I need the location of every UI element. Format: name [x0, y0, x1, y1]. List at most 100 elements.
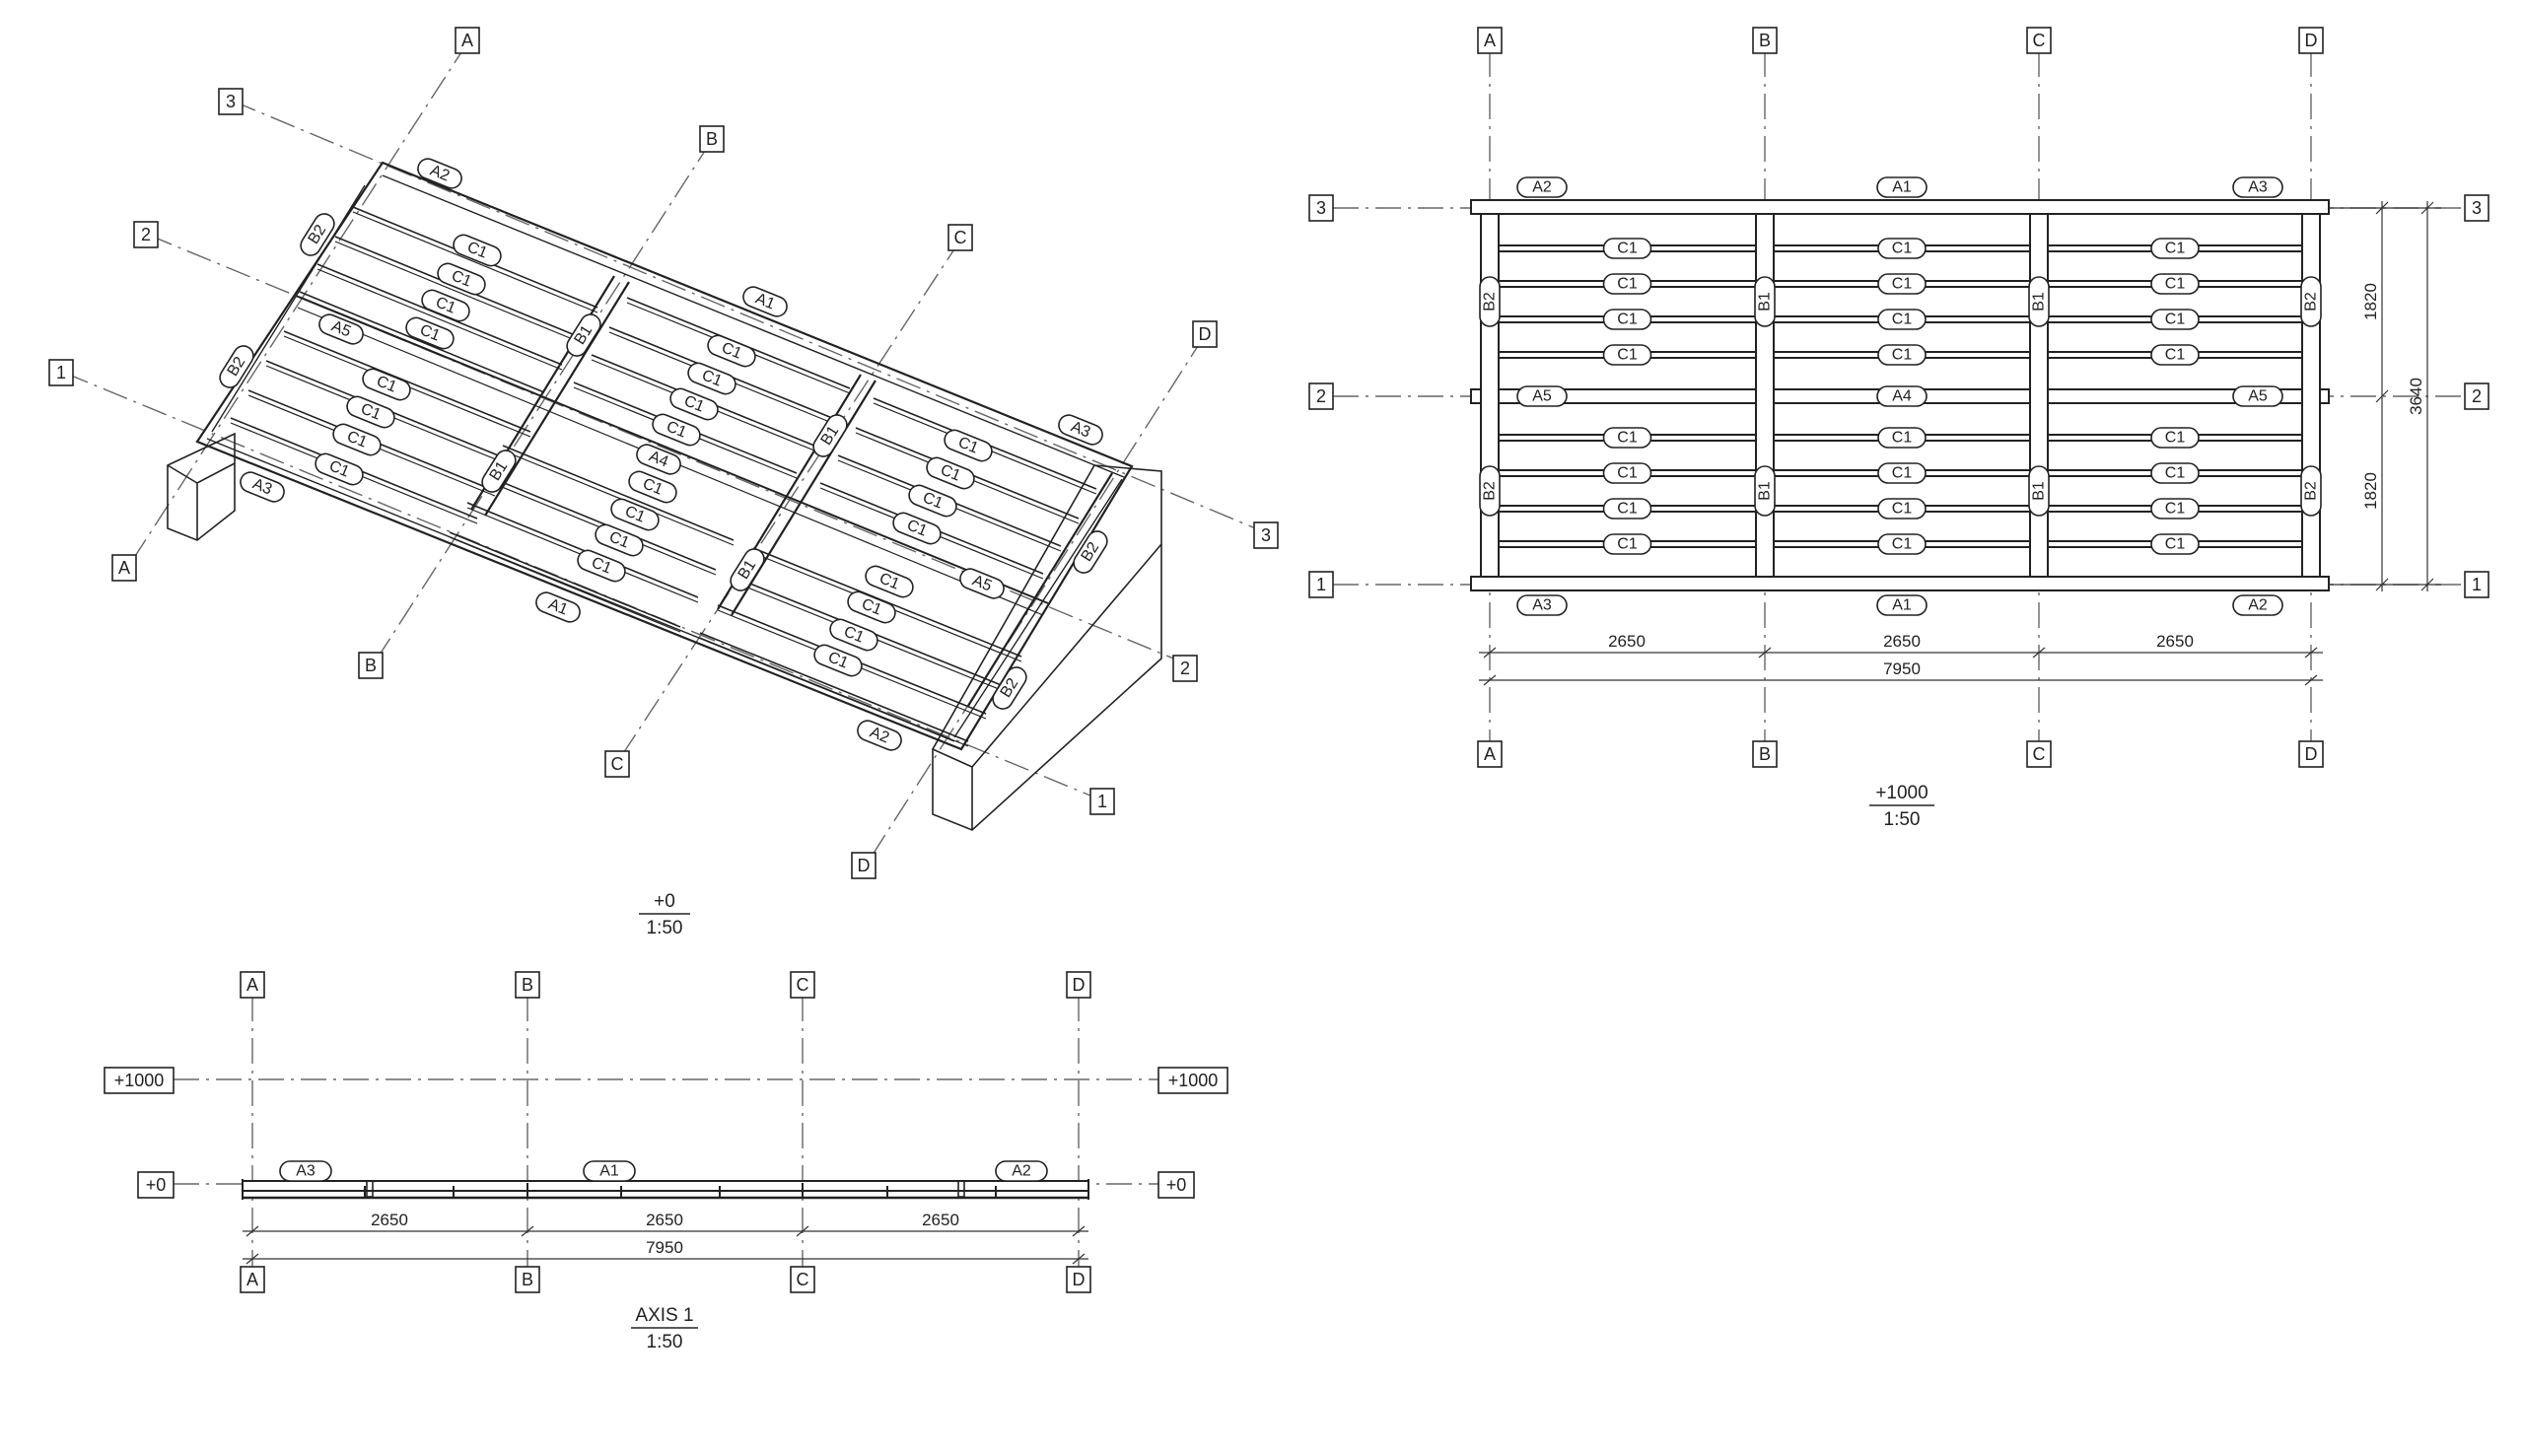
plan-beam-tag-mid: A5	[1516, 385, 1568, 407]
iso-joist-edge	[449, 536, 681, 633]
svg-text:A: A	[461, 31, 473, 50]
svg-text:C1: C1	[859, 595, 883, 618]
plan-joist-tag: C1	[1602, 238, 1652, 259]
section-scale-label: 1:50	[647, 1332, 683, 1352]
plan-joist-tag: C1	[1877, 533, 1927, 555]
plan-grid-3-left: 3	[1308, 194, 1334, 222]
svg-text:C1: C1	[358, 400, 383, 423]
iso-joist	[502, 445, 735, 541]
plan-grid-d-top: D	[2298, 27, 2324, 54]
iso-joist-tag: C1	[908, 484, 957, 518]
isometric-view: C1C1C1C1C1C1C1C1C1C1C1C1C1C1C1C1C1C1C1C1…	[48, 27, 1279, 938]
iso-grid-d-top: D	[1192, 320, 1218, 348]
svg-text:A3: A3	[1532, 597, 1552, 614]
svg-text:C1: C1	[2165, 347, 2186, 364]
plan-girder-tag-upper: B2	[1479, 276, 1501, 327]
svg-text:A: A	[246, 1270, 258, 1289]
iso-joist-tag: C1	[707, 334, 756, 368]
section-grid-a-top: A	[240, 971, 265, 999]
iso-grid-a-bottom: A	[111, 554, 137, 582]
svg-text:A3: A3	[2248, 179, 2268, 196]
iso-grid-2-right: 2	[1172, 655, 1198, 682]
section-level-upper-left: +1000	[104, 1067, 175, 1094]
plan-beam-tag-bottom: A2	[2232, 594, 2283, 616]
section-grid-c-top: C	[790, 971, 815, 999]
svg-text:C1: C1	[640, 475, 665, 498]
iso-tag-a2-top: A2	[417, 158, 462, 189]
svg-text:C1: C1	[449, 267, 473, 290]
plan-main-beams	[1470, 199, 2330, 591]
svg-text:C1: C1	[938, 461, 962, 484]
plan-grid-b-top: B	[1752, 27, 1778, 54]
plan-grid-c-bottom: C	[2026, 740, 2052, 768]
plan-scale-label: 1:50	[1884, 809, 1921, 830]
iso-joist-tag: C1	[405, 316, 455, 350]
iso-tag-a1-front: A1	[535, 591, 581, 623]
section-dimensions: 2650 2650 2650 7950	[243, 1211, 1088, 1265]
section-grid-d-bottom: D	[1066, 1266, 1091, 1293]
plan-girder-tag-lower: B1	[2028, 465, 2050, 517]
plan-level-label: +1000	[1875, 783, 1928, 803]
svg-text:C1: C1	[2165, 465, 2186, 482]
plan-view: C1C1C1C1C1C1C1C1C1C1C1C1C1C1C1C1C1C1C1C1…	[1308, 27, 2489, 830]
iso-grid-bubbles: A B C D A B C D 3 2 1 3 2 1	[48, 27, 1279, 879]
plan-grid-d-bottom: D	[2298, 740, 2324, 768]
iso-joist	[484, 474, 717, 571]
iso-tag-b1-d: B1	[730, 548, 765, 591]
svg-text:C1: C1	[1892, 430, 1913, 447]
plan-joist-tag: C1	[2150, 238, 2200, 259]
iso-joist	[283, 330, 531, 433]
plan-girder-tag-lower: B2	[2300, 465, 2322, 517]
iso-joist-edge	[502, 450, 735, 546]
iso-tag-a5-right: A5	[959, 568, 1005, 599]
iso-joist-tag: C1	[421, 289, 470, 322]
iso-grid-c-bottom: C	[604, 750, 630, 778]
plan-joist-tag: C1	[2150, 344, 2200, 366]
svg-text:A3: A3	[296, 1163, 316, 1180]
svg-text:A2: A2	[1532, 179, 1552, 196]
section-grid-c-bottom: C	[790, 1266, 815, 1293]
svg-text:C1: C1	[1892, 347, 1913, 364]
plan-joist-tag: C1	[1602, 273, 1652, 295]
iso-grid-b-top: B	[699, 125, 725, 153]
svg-text:A3: A3	[1069, 418, 1093, 441]
svg-text:2: 2	[1180, 659, 1190, 678]
svg-text:A: A	[1484, 31, 1496, 50]
svg-text:C1: C1	[681, 392, 706, 415]
plan-dim-height-1: 1820	[2361, 283, 2380, 320]
svg-text:B: B	[522, 975, 533, 995]
svg-text:B: B	[706, 129, 718, 149]
iso-joist-tag: C1	[315, 452, 364, 486]
plan-joist-tag: C1	[2150, 309, 2200, 330]
iso-joist-tag: C1	[332, 423, 382, 456]
plan-joist-tag: C1	[1602, 427, 1652, 449]
iso-joist	[699, 632, 969, 742]
iso-joist-tag: C1	[453, 234, 502, 267]
iso-joist-tag: C1	[687, 362, 736, 395]
iso-tag-a3-front: A3	[240, 471, 285, 503]
svg-text:C1: C1	[606, 528, 631, 551]
svg-text:3: 3	[2472, 198, 2482, 218]
svg-text:B1: B1	[1757, 292, 1774, 312]
plan-girder-tag-upper: B1	[2028, 276, 2050, 327]
svg-text:C1: C1	[1892, 465, 1913, 482]
svg-text:C1: C1	[699, 367, 724, 389]
svg-text:C1: C1	[876, 570, 901, 592]
iso-joist-tag: C1	[346, 395, 395, 429]
plan-joist-tag: C1	[1602, 498, 1652, 520]
iso-member-tags: C1C1C1C1C1C1C1C1C1C1C1C1C1C1C1C1C1C1C1C1…	[219, 158, 1108, 751]
svg-text:D: D	[1073, 975, 1086, 995]
svg-text:C1: C1	[955, 434, 980, 456]
svg-text:A4: A4	[1892, 388, 1912, 405]
svg-text:2: 2	[2472, 386, 2482, 406]
svg-text:D: D	[2305, 744, 2318, 764]
svg-text:A: A	[118, 558, 130, 578]
plan-grid-2-right: 2	[2464, 382, 2489, 410]
plan-grid-1-right: 1	[2464, 571, 2489, 598]
iso-joist-tag: C1	[595, 523, 644, 557]
iso-grid-3-left: 3	[218, 88, 244, 115]
section-dim-total: 7950	[646, 1238, 683, 1257]
iso-grid-1-right: 1	[1089, 788, 1115, 815]
iso-grid-3-right: 3	[1253, 521, 1279, 549]
